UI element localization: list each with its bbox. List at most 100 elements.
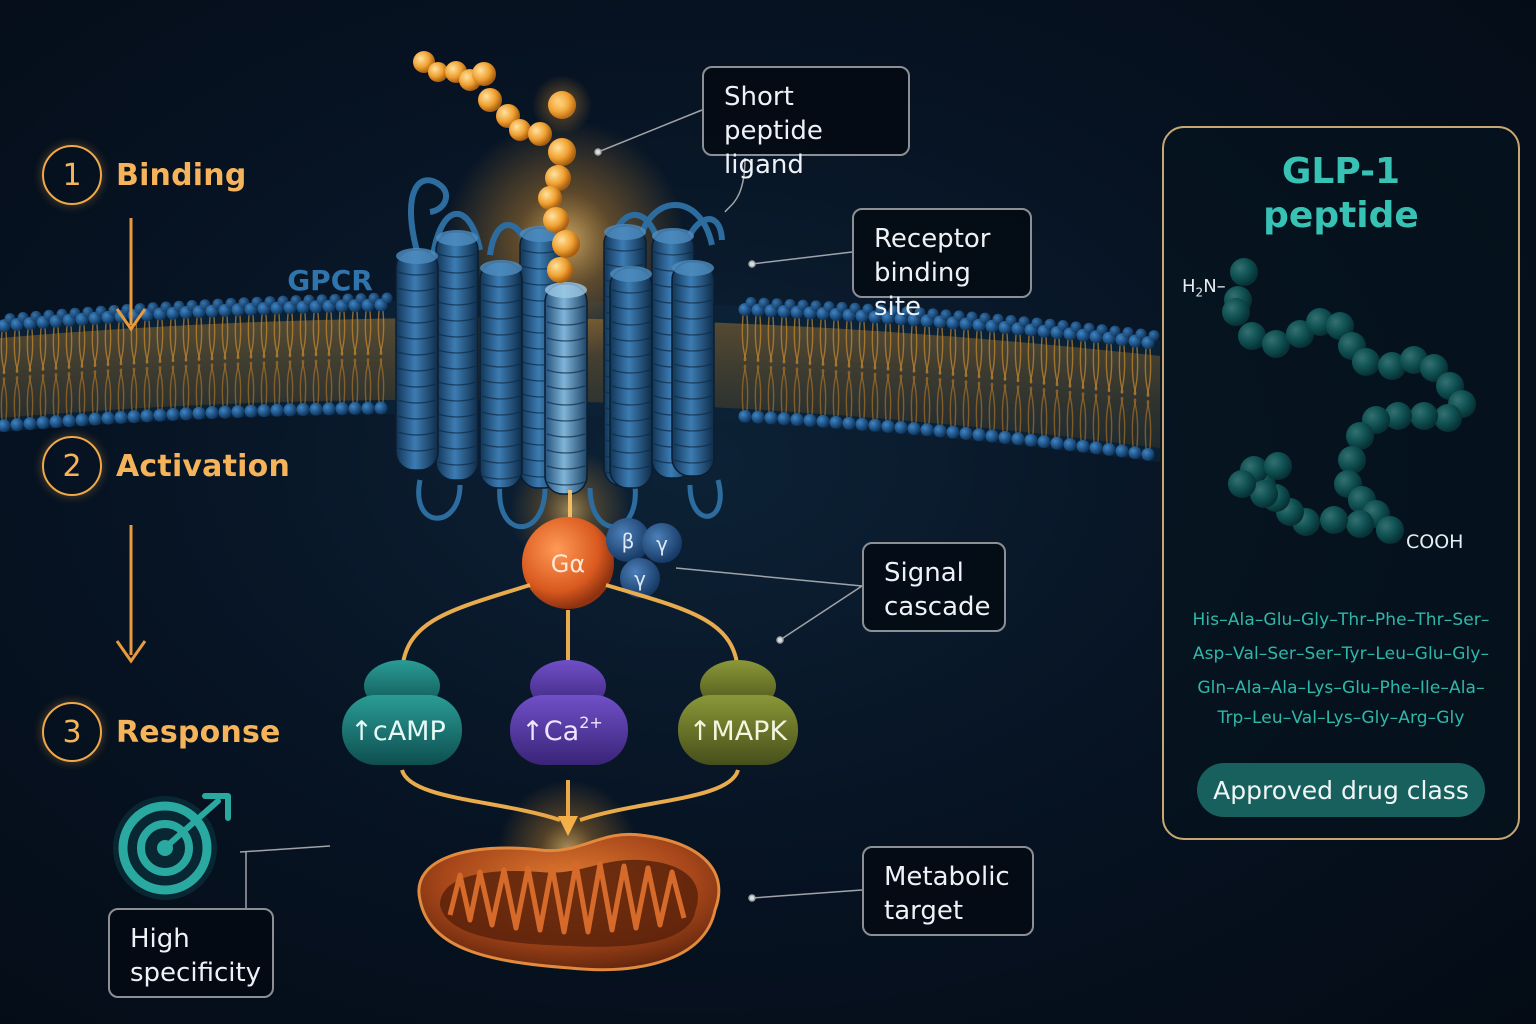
helix-ridge: [546, 337, 586, 342]
lipid-tail: [808, 368, 814, 415]
helix-cap: [436, 230, 478, 246]
lipid-head: [1011, 432, 1025, 446]
helix-ridge: [546, 305, 586, 310]
lipid-tail: [990, 382, 996, 431]
lipid-tail: [871, 322, 877, 370]
lipid-tail: [210, 317, 216, 361]
lipid-tail: [249, 315, 255, 359]
lipid-head: [101, 411, 115, 425]
lipid-tail: [169, 319, 175, 363]
lipid-tail: [795, 318, 801, 365]
lipid-head: [231, 405, 245, 419]
step-number: 1: [42, 145, 102, 205]
lipid-head: [1005, 314, 1017, 326]
lipid-tail: [1055, 389, 1061, 438]
lipid-tail: [67, 371, 73, 415]
lipid-head: [810, 300, 822, 312]
lipid-head: [1037, 435, 1051, 449]
lipid-tail: [834, 369, 840, 417]
lipid-tail: [28, 329, 34, 373]
lipid-tail: [873, 372, 879, 420]
lipid-tail: [860, 371, 866, 419]
lipid-tail: [1094, 393, 1100, 442]
lipid-head: [166, 407, 180, 421]
helix-ridge: [437, 301, 477, 306]
lipid-tail: [886, 323, 892, 371]
lipid-tail: [104, 323, 110, 367]
helix-ridge: [397, 303, 437, 308]
lipid-tail: [208, 363, 214, 407]
lipid-tail: [39, 328, 45, 372]
ligand-residue: [545, 165, 571, 191]
lipid-tail: [873, 322, 879, 370]
lipid-head: [192, 406, 206, 420]
helix-ridge: [611, 465, 651, 470]
lipid-tail: [299, 359, 305, 404]
sequence-line: Asp–Val–Ser–Ser–Tyr–Leu–Glu–Gly–: [1192, 644, 1490, 664]
lipid-tail: [171, 365, 177, 409]
lipid-tail: [78, 370, 84, 414]
lipid-tail: [221, 316, 227, 360]
helix-ridge: [673, 427, 713, 432]
lipid-tail: [52, 327, 58, 371]
helix-ridge: [611, 449, 651, 454]
lipid-head: [114, 410, 128, 424]
lipid-head: [88, 412, 102, 426]
ligand-residue: [428, 62, 448, 82]
lipid-tail: [325, 312, 331, 357]
helix-ridge: [481, 299, 521, 304]
lipid-tail: [158, 319, 164, 364]
helix-ridge: [611, 385, 651, 390]
glp1-card-content: GLP-1 peptide His–Ala–Glu–Gly–Thr–Phe–Th…: [1162, 0, 1520, 1024]
lipid-head: [1018, 316, 1030, 328]
sequence-line: Gln–Ala–Ala–Lys–Glu–Phe–Ile–Ala–: [1197, 678, 1485, 698]
lipid-head: [1102, 442, 1116, 456]
lipid-tail: [340, 358, 346, 403]
lipid-head: [1148, 330, 1160, 342]
down-arrow-icon: [115, 525, 147, 664]
lipid-tail: [0, 377, 6, 420]
lipid-tail: [286, 313, 292, 358]
lipid-tail: [743, 315, 749, 362]
lipid-tail: [806, 368, 812, 415]
lipid-tail: [1092, 342, 1098, 391]
lipid-tail: [1053, 338, 1059, 387]
helix-ridge: [437, 445, 477, 450]
lipid-tail: [1042, 387, 1048, 436]
lipid-tail: [338, 311, 344, 356]
lipid-tail: [1079, 341, 1085, 390]
helix-ridge: [481, 379, 521, 384]
helix-ridge: [673, 443, 713, 448]
lipid-head: [1083, 322, 1095, 334]
lipid-tail: [1042, 337, 1048, 386]
lipid-tail: [13, 330, 19, 374]
helix-ridge: [611, 417, 651, 422]
lipid-head: [75, 413, 89, 427]
lipid-tail: [184, 318, 190, 362]
lipid-tail: [845, 370, 851, 418]
helix-ridge: [611, 305, 651, 310]
lipid-tail: [379, 310, 385, 356]
lipid-head: [914, 307, 926, 319]
lipid-head: [881, 419, 895, 433]
lipid-tail: [275, 314, 281, 358]
lipid-tail: [951, 378, 957, 427]
lipid-head: [244, 404, 258, 418]
lipid-head: [901, 306, 913, 318]
lipid-head: [868, 418, 882, 432]
lipid-tail: [951, 328, 957, 377]
helix-ridge: [481, 347, 521, 352]
lipid-head: [36, 416, 50, 430]
lipid-tail: [91, 324, 97, 368]
lipid-tail: [234, 315, 240, 360]
lipid-head: [322, 402, 336, 416]
transmembrane-helix: [479, 261, 523, 489]
lipid-tail: [988, 332, 994, 380]
lipid-head: [1109, 325, 1121, 337]
lipid-head: [842, 416, 856, 430]
lipid-tail: [1055, 338, 1061, 387]
lipid-tail: [117, 322, 123, 366]
helix-ridge: [397, 335, 437, 340]
lipid-tail: [1120, 396, 1126, 446]
lipid-tail: [80, 325, 86, 369]
